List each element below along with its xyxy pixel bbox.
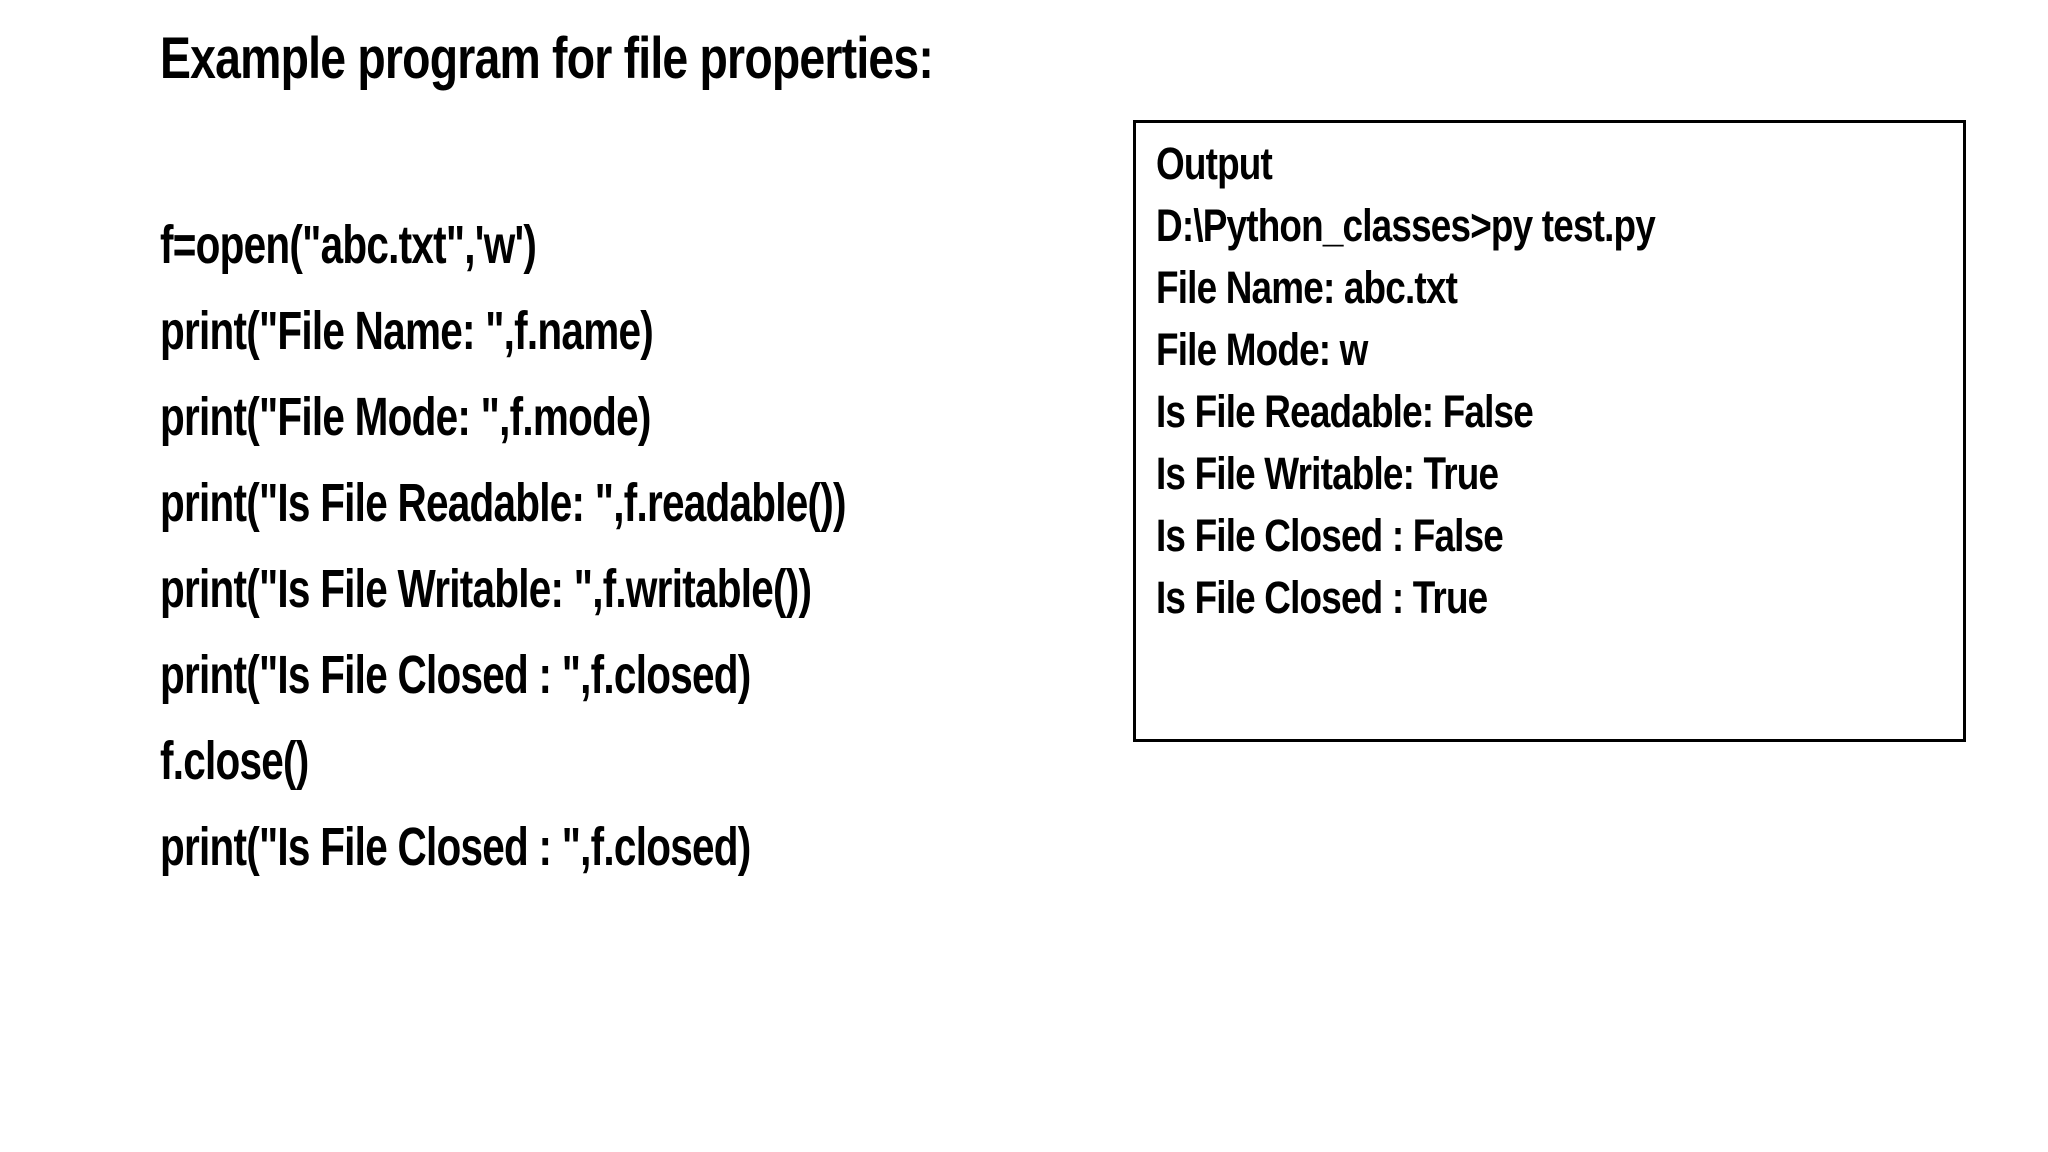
- code-line-print-closed-1: print("Is File Closed : ",f.closed): [160, 645, 751, 705]
- output-panel-header: Output: [1156, 138, 1273, 189]
- code-line-print-closed-2: print("Is File Closed : ",f.closed): [160, 817, 751, 877]
- output-line-readable: Is File Readable: False: [1156, 386, 1534, 437]
- code-line-print-readable: print("Is File Readable: ",f.readable()): [160, 473, 847, 533]
- code-line-print-writable: print("Is File Writable: ",f.writable()): [160, 559, 812, 619]
- code-line-print-name: print("File Name: ",f.name): [160, 301, 654, 361]
- code-line-close: f.close(): [160, 731, 309, 791]
- code-line-open: f=open("abc.txt",'w'): [160, 215, 537, 275]
- output-line-file-name: File Name: abc.txt: [1156, 262, 1458, 313]
- output-line-closed-true: Is File Closed : True: [1156, 572, 1488, 623]
- slide-title: Example program for file properties:: [160, 26, 934, 91]
- output-line-writable: Is File Writable: True: [1156, 448, 1499, 499]
- output-line-command: D:\Python_classes>py test.py: [1156, 200, 1656, 251]
- code-block: f=open("abc.txt",'w') print("File Name: …: [160, 202, 1074, 890]
- output-line-closed-false: Is File Closed : False: [1156, 510, 1504, 561]
- code-line-print-mode: print("File Mode: ",f.mode): [160, 387, 651, 447]
- output-panel: Output D:\Python_classes>py test.py File…: [1133, 120, 1966, 742]
- output-line-file-mode: File Mode: w: [1156, 324, 1368, 375]
